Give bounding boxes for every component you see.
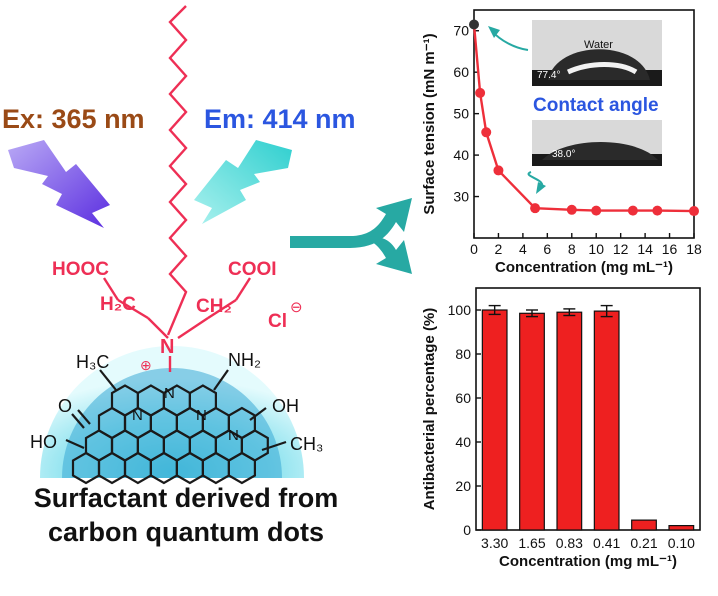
tension-x-tick-label: 10 [588,241,604,257]
bar-x-axis-label: Concentration (mg mL⁻¹) [499,553,677,570]
ch3-label: CH₃ [290,434,323,454]
antibacterial-bar [481,309,508,531]
excitation-label: Ex: 365 nm [2,104,145,134]
h3c-label: H₃C [76,352,109,372]
tension-x-tick-label: 2 [495,241,503,257]
tension-y-axis-label: Surface tension (mN m⁻¹) [421,33,438,214]
tension-data-point [493,165,504,176]
emission-label: Em: 414 nm [204,104,356,134]
tension-data-point [530,203,541,214]
bar-plot-frame [475,287,701,531]
tension-data-point [469,19,479,30]
ring-nitrogen-3: N [132,407,143,424]
tension-x-tick-label: 18 [686,241,702,257]
h2c-label: H₂C [100,294,136,315]
ring-nitrogen-2: N [196,407,207,424]
split-arrow-icon [290,198,412,274]
tension-data-point [591,205,602,216]
bar-y-tick-label: 60 [455,390,471,406]
bar-category-label: 0.10 [668,535,695,551]
angle-low-label: 38.0° [552,149,575,160]
antibacterial-bar [519,312,545,531]
ring-nitrogen-1: N [164,385,175,402]
bar-category-label: 0.21 [630,535,657,551]
caption-line-1: Surfactant derived from [33,483,339,513]
tension-data-point [652,205,663,216]
antibacterial-bar [668,524,695,531]
tension-data-point [475,87,486,98]
nitrogen-label: N [160,336,174,358]
surfactant-head [102,277,252,372]
alkyl-chain [166,5,188,336]
excitation-lightning-icon [8,140,110,228]
ring-nitrogen-4: N [228,427,239,444]
tension-y-tick-label: 50 [453,106,469,122]
hooc-label: HOOC [52,259,109,280]
bar-y-tick-label: 0 [463,522,471,538]
bar-y-tick-label: 40 [455,434,471,450]
tension-series-line [472,24,695,213]
tension-x-tick-label: 16 [662,241,678,257]
chloride-label: Cl [268,311,287,332]
nh2-label: NH₂ [228,350,261,370]
tension-x-tick-label: 6 [543,241,551,257]
lattice-hexagon [227,406,256,440]
ho-label: HO [30,432,57,452]
antibacterial-bar [631,519,657,531]
tension-x-tick-label: 14 [637,241,653,257]
tension-data-point [481,127,492,138]
pointer-head-2 [536,182,546,194]
antibacterial-bar-chart: 0 20 40 60 80 100 3.30 1.65 0.83 0.41 0.21 0.10Conc… [421,287,701,570]
tension-x-tick-label: 0 [470,241,478,257]
bar-y-tick-label: 20 [455,478,471,494]
tension-y-tick-label: 40 [453,147,469,163]
carbon-dot-core [62,368,282,478]
dot-substituent-bonds [65,369,287,452]
angle-high-label: 77.4° [537,70,560,81]
tension-x-tick-label: 4 [519,241,527,257]
cooi-label: COOI [228,259,277,280]
water-label: Water [584,39,613,51]
contact-angle-inset: Water 77.4° Contact angle 38.0° [532,20,662,166]
tension-x-tick-label: 12 [613,241,629,257]
chloride-charge: ⊖ [290,299,303,316]
tension-data-point [566,204,577,215]
carbonyl-o-label: O [58,396,72,416]
bar-y-tick-label: 100 [448,302,472,318]
antibacterial-bar [593,310,620,531]
tension-y-tick-label: 70 [453,23,469,39]
caption-line-2: carbon quantum dots [48,517,324,547]
nitrogen-charge: ⊕ [140,357,152,373]
tension-x-tick-label: 8 [568,241,576,257]
oh-label: OH [272,396,299,416]
tension-plot-frame [473,9,695,239]
bar-category-label: 1.65 [518,535,545,551]
tension-x-axis-label: Concentration (mg mL⁻¹) [495,259,673,276]
tension-y-tick-label: 60 [453,64,469,80]
emission-lightning-icon [194,140,292,224]
bar-category-label: 3.30 [481,535,508,551]
ch2-label: CH₂ [196,296,232,317]
tension-y-tick-label: 30 [453,189,469,205]
bar-category-label: 0.83 [556,535,583,551]
bar-category-label: 0.41 [593,535,620,551]
graphene-lattice [71,384,269,485]
lattice-hexagon [188,384,217,417]
tension-data-point [689,206,699,217]
pointer-head-1 [488,26,500,38]
bar-y-axis-label: Antibacterial percentage (%) [421,308,438,511]
contact-angle-title: Contact angle [533,95,659,116]
antibacterial-bar [556,311,583,531]
tension-data-point [627,205,638,216]
bar-y-tick-label: 80 [455,346,471,362]
